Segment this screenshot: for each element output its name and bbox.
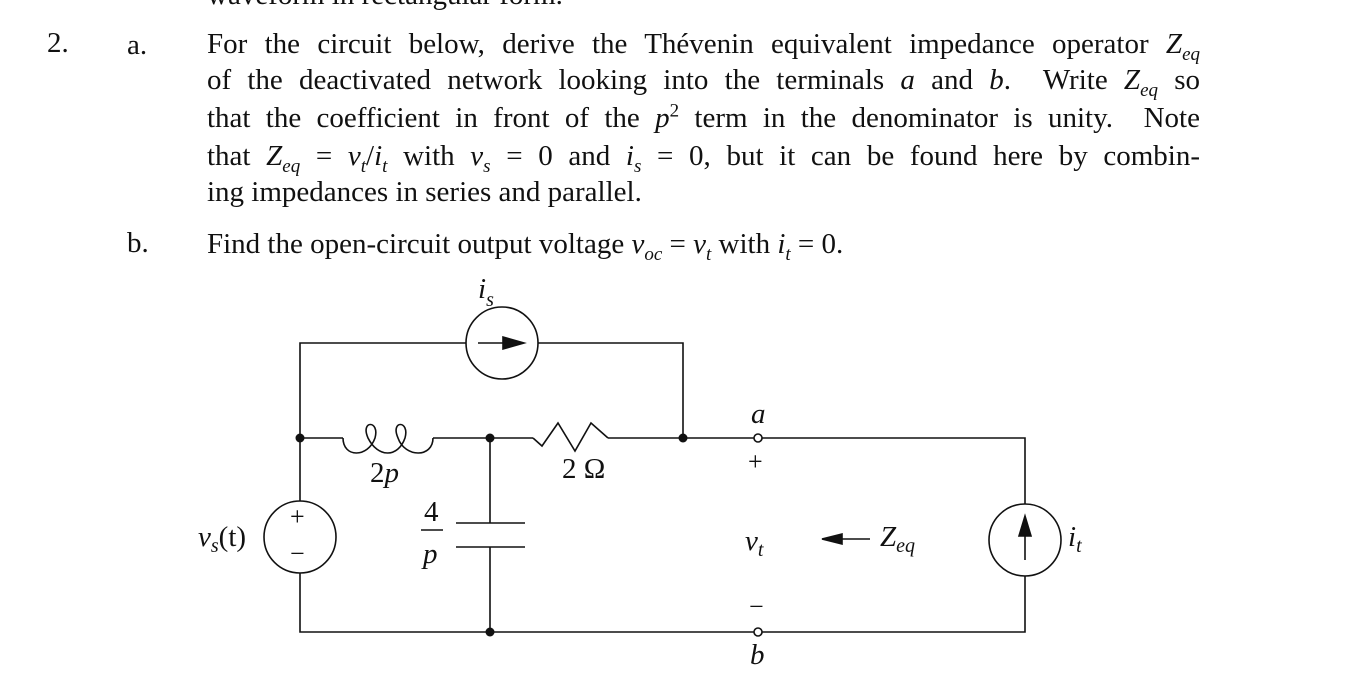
wires bbox=[299, 342, 1026, 633]
text-segment: = 0 and bbox=[490, 140, 626, 172]
text-segment: that bbox=[207, 140, 267, 172]
capacitor-numerator: 4 bbox=[424, 496, 439, 528]
text-segment: = 0. bbox=[790, 228, 844, 260]
text-segment: i bbox=[374, 140, 383, 172]
text-segment: so bbox=[1158, 64, 1200, 96]
terminal-b-label: b bbox=[750, 639, 765, 671]
text-segment: with bbox=[711, 228, 778, 260]
part-a-text-line: that the coefficient in front of the p2 … bbox=[207, 101, 1200, 135]
terminal-b bbox=[753, 627, 763, 637]
text-segment: that the coefficient in front of the bbox=[207, 102, 656, 134]
vt-label: vt bbox=[745, 525, 764, 561]
text-segment: Z bbox=[1165, 28, 1183, 60]
text-segment: 2 bbox=[669, 100, 680, 122]
text-segment: v bbox=[693, 228, 706, 260]
part-a-text-line: ing impedances in series and parallel. bbox=[207, 175, 1200, 209]
text-segment: = 0, but it can be found here by combin- bbox=[641, 140, 1200, 172]
text-segment: t bbox=[382, 155, 388, 177]
text-segment: Find the open-circuit output voltage bbox=[207, 228, 632, 260]
part-a-label: a. bbox=[127, 29, 148, 61]
part-b-label: b. bbox=[127, 227, 149, 259]
part-a-text-line: that Zeq = vt/it with vs = 0 and is = 0,… bbox=[207, 139, 1200, 176]
text-segment: = bbox=[300, 140, 348, 172]
text-segment: Z bbox=[1123, 64, 1141, 96]
text-segment: eq bbox=[1182, 43, 1200, 65]
text-segment: i bbox=[625, 140, 634, 172]
nodes bbox=[295, 433, 688, 637]
vs-label: vs(t) bbox=[198, 521, 246, 557]
part-a-text-line: of the deactivated network looking into … bbox=[207, 63, 1200, 100]
text-segment: s bbox=[483, 155, 491, 177]
text-segment: b bbox=[989, 64, 1004, 96]
text-segment: p bbox=[655, 102, 670, 134]
text-segment: For the circuit below, derive the Théven… bbox=[207, 28, 1166, 60]
text-segment: t bbox=[360, 155, 367, 177]
is-label: is bbox=[478, 273, 494, 311]
part-a-text-line: For the circuit below, derive the Théven… bbox=[207, 27, 1200, 64]
vs-plus: + bbox=[290, 502, 305, 531]
text-segment: oc bbox=[644, 243, 663, 265]
terminal-a bbox=[753, 433, 763, 443]
text-segment: with bbox=[387, 140, 471, 172]
terminal-a-label: a bbox=[751, 398, 766, 430]
problem-number: 2. bbox=[47, 27, 69, 59]
vs-minus: − bbox=[290, 539, 305, 568]
text-segment: v bbox=[347, 140, 361, 172]
text-segment: v bbox=[631, 228, 645, 260]
vt-plus: + bbox=[748, 447, 763, 476]
inductor-label: 2p bbox=[370, 457, 399, 489]
inductor-2p bbox=[342, 423, 434, 454]
text-segment: and bbox=[914, 64, 990, 96]
it-label: it bbox=[1068, 521, 1082, 557]
text-segment: eq bbox=[282, 155, 301, 177]
text-segment: t bbox=[785, 243, 791, 265]
text-segment: . Write bbox=[1003, 64, 1124, 96]
text-segment: s bbox=[633, 155, 642, 177]
part-b-text-line: Find the open-circuit output voltage voc… bbox=[207, 227, 1200, 264]
text-segment: eq bbox=[1140, 79, 1158, 101]
resistor-2ohm bbox=[532, 421, 609, 453]
text-segment: a bbox=[900, 64, 915, 96]
text-segment: = bbox=[662, 228, 694, 260]
text-segment: v bbox=[470, 140, 484, 172]
resistor-label: 2 Ω bbox=[562, 453, 605, 485]
text-segment: i bbox=[777, 228, 786, 260]
current-source-it bbox=[988, 503, 1062, 577]
text-segment: ing impedances in series and parallel. bbox=[207, 176, 642, 208]
capacitor-denominator: p bbox=[421, 538, 438, 570]
text-segment: / bbox=[366, 140, 375, 172]
current-source-is bbox=[465, 306, 539, 380]
text-segment: t bbox=[705, 243, 712, 265]
vt-minus: − bbox=[749, 592, 764, 621]
voltage-source-vs bbox=[263, 500, 337, 574]
capacitor-4-over-p bbox=[456, 522, 525, 548]
zeq-label: Zeq bbox=[880, 521, 915, 557]
text-segment: Z bbox=[266, 140, 283, 172]
text-segment: of the deactivated network looking into … bbox=[207, 64, 901, 96]
previous-problem-text: waveform in rectangular form. bbox=[207, 0, 1200, 12]
text-segment: term in the denominator is unity. Note bbox=[679, 102, 1200, 134]
